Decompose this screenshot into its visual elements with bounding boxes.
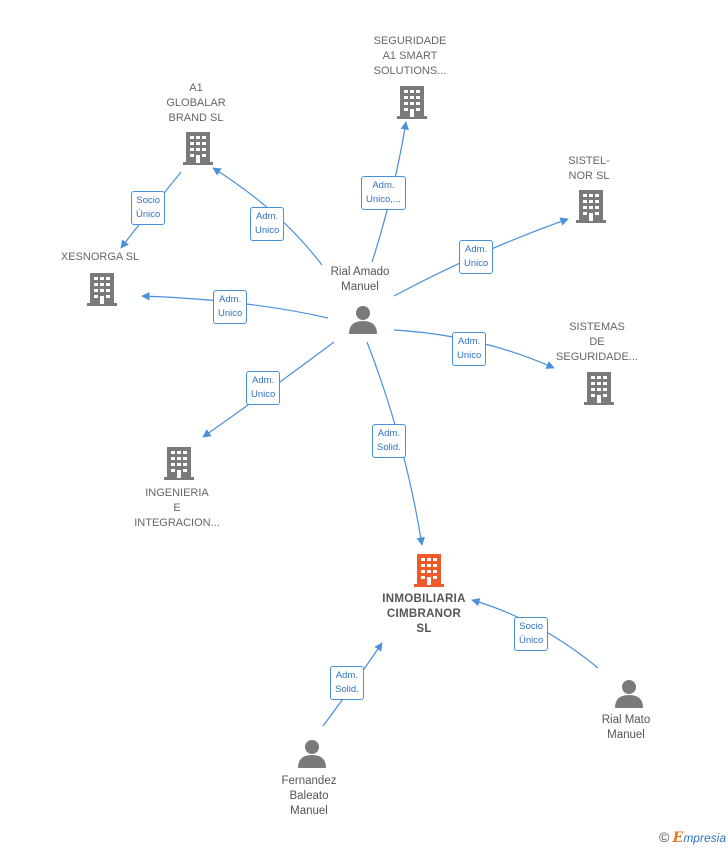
edge-label-ingenieria[interactable]: Adm. Unico (246, 371, 281, 405)
brand-logo-text: mpresia (683, 831, 726, 845)
person-icon[interactable] (297, 738, 327, 768)
person-icon[interactable] (614, 678, 644, 708)
person-icon[interactable] (348, 304, 378, 334)
edge-label-inmobiliaria[interactable]: Adm. Solid. (372, 424, 406, 458)
edge-label-a1-xesnorga[interactable]: Socio Único (131, 191, 166, 225)
building-icon[interactable] (86, 271, 118, 307)
person-label-fernandez[interactable]: Fernandez Baleato Manuel (281, 775, 337, 817)
company-label-xesnorga[interactable]: XESNORGA SL (60, 251, 140, 263)
edge-label-sistel[interactable]: Adm. Unico (459, 240, 494, 274)
person-label-rial-mato[interactable]: Rial Mato Manuel (601, 714, 651, 741)
building-icon-highlight[interactable] (413, 552, 445, 588)
edge-label-xesnorga[interactable]: Adm. Unico (213, 290, 248, 324)
edge-label-a1[interactable]: Adm. Unico (250, 207, 285, 241)
brand-watermark: © Empresia (659, 829, 726, 846)
company-label-a1-globalar[interactable]: A1 GLOBALAR BRAND SL (166, 82, 226, 124)
company-label-inmobiliaria[interactable]: INMOBILIARIA CIMBRANOR SL (382, 593, 466, 635)
building-icon[interactable] (182, 130, 214, 166)
company-label-sistemas[interactable]: SISTEMAS DE SEGURIDADE... (556, 321, 638, 363)
edge-label-sistemas[interactable]: Adm. Unico (452, 332, 487, 366)
company-label-seguridade[interactable]: SEGURIDADE A1 SMART SOLUTIONS... (373, 35, 447, 77)
building-icon[interactable] (163, 445, 195, 481)
company-label-sistel[interactable]: SISTEL- NOR SL (568, 155, 610, 182)
edge-label-fernandez[interactable]: Adm. Solid. (330, 666, 364, 700)
edge-label-mato[interactable]: Socio Único (514, 617, 549, 651)
edge-label-seguridade[interactable]: Adm. Unico,... (361, 176, 406, 210)
person-label-rial-amado[interactable]: Rial Amado Manuel (330, 266, 390, 293)
brand-logo-letter: E (672, 830, 684, 846)
building-icon[interactable] (583, 370, 615, 406)
building-icon[interactable] (575, 188, 607, 224)
company-label-ingenieria[interactable]: INGENIERIA E INTEGRACION... (134, 487, 220, 529)
building-icon[interactable] (396, 84, 428, 120)
copyright-icon: © (658, 829, 670, 845)
